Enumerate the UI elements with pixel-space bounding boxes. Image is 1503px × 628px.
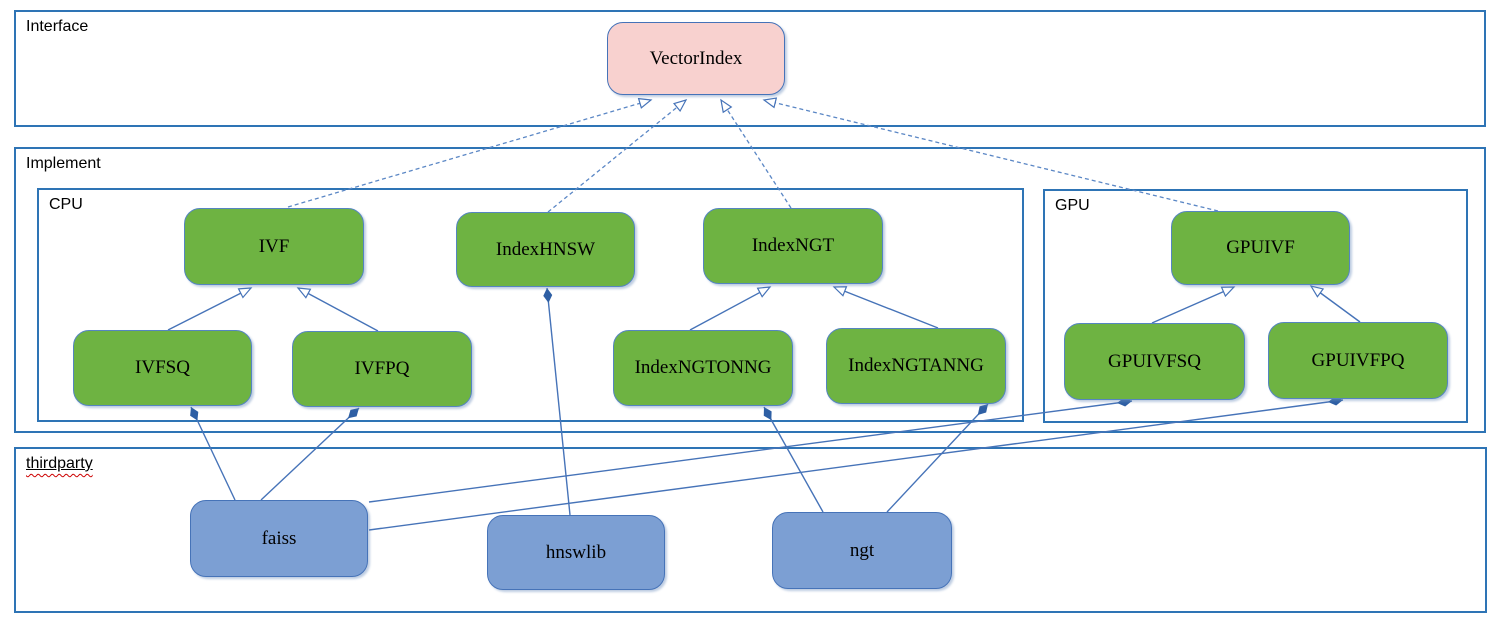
edge-composition-faiss-gpuivfsq xyxy=(368,397,1133,503)
container-cpu[interactable]: CPU xyxy=(37,188,1024,422)
container-gpu[interactable]: GPU xyxy=(1043,189,1468,423)
node-indexhnsw[interactable]: IndexHNSW xyxy=(456,212,635,287)
container-cpu-label: CPU xyxy=(49,196,83,213)
node-ivf-label: IVF xyxy=(258,235,290,257)
node-indexngtonng[interactable]: IndexNGTONNG xyxy=(613,330,793,406)
node-gpuivfpq-label: GPUIVFPQ xyxy=(1311,349,1405,371)
container-thirdparty[interactable]: thirdparty xyxy=(14,447,1487,613)
edge-composition-ngt-indexngtonng xyxy=(763,406,824,513)
edge-realization-ivf-vectorindex xyxy=(287,97,653,208)
node-gpuivf-label: GPUIVF xyxy=(1226,237,1295,258)
node-indexngtanng[interactable]: IndexNGTANNG xyxy=(826,328,1006,404)
edge-composition-ngt-indexngtanng xyxy=(886,403,989,513)
edge-composition-faiss-ivfpq xyxy=(260,407,360,501)
edge-composition-faiss-gpuivfpq xyxy=(368,396,1344,531)
container-interface-label: Interface xyxy=(26,18,89,35)
node-faiss[interactable]: faiss xyxy=(190,500,368,577)
node-ivf[interactable]: IVF xyxy=(184,208,364,285)
edge-generalization-gpuivfsq-gpuivf xyxy=(1151,286,1236,324)
edge-generalization-gpuivfpq-gpuivf xyxy=(1309,285,1361,323)
node-hnswlib-label: hnswlib xyxy=(545,541,607,563)
node-ngt-label: ngt xyxy=(849,539,875,561)
node-ivfsq-label: IVFSQ xyxy=(135,357,190,378)
node-indexngt[interactable]: IndexNGT xyxy=(703,208,883,284)
edge-realization-gpuivf-vectorindex xyxy=(762,97,1219,212)
node-vectorindex-label: VectorIndex xyxy=(649,47,743,69)
node-ngt[interactable]: ngt xyxy=(772,512,952,589)
node-hnswlib[interactable]: hnswlib xyxy=(487,515,665,590)
container-thirdparty-label: thirdparty xyxy=(26,455,93,472)
node-gpuivfpq[interactable]: GPUIVFPQ xyxy=(1268,322,1448,399)
node-gpuivf[interactable]: GPUIVF xyxy=(1171,211,1350,285)
container-implement[interactable]: Implement xyxy=(14,147,1486,433)
container-implement-label: Implement xyxy=(26,155,101,172)
node-indexngtonng-label: IndexNGTONNG xyxy=(634,357,772,378)
edge-composition-faiss-ivfsq xyxy=(190,406,236,501)
node-ivfpq-label: IVFPQ xyxy=(354,358,410,379)
container-gpu-label: GPU xyxy=(1055,197,1090,214)
node-gpuivfsq[interactable]: GPUIVFSQ xyxy=(1064,323,1245,400)
edge-generalization-indexngtanng-indexngt xyxy=(832,286,939,329)
edge-generalization-ivfsq-ivf xyxy=(167,287,253,331)
edge-generalization-indexngtonng-indexngt xyxy=(689,286,772,331)
node-indexngt-label: IndexNGT xyxy=(751,235,835,256)
edge-generalization-ivfpq-ivf xyxy=(296,287,379,332)
edge-realization-indexhnsw-vectorindex xyxy=(547,99,688,213)
node-ivfsq[interactable]: IVFSQ xyxy=(73,330,252,406)
node-indexngtanng-label: IndexNGTANNG xyxy=(848,355,984,376)
node-faiss-label: faiss xyxy=(261,527,297,549)
node-indexhnsw-label: IndexHNSW xyxy=(495,238,596,260)
edge-composition-hnswlib-indexhnsw xyxy=(543,287,571,516)
edge-realization-indexngt-vectorindex xyxy=(720,98,792,209)
node-ivfpq[interactable]: IVFPQ xyxy=(292,331,472,407)
container-interface[interactable]: Interface xyxy=(14,10,1486,127)
node-vectorindex[interactable]: VectorIndex xyxy=(607,22,785,95)
node-gpuivfsq-label: GPUIVFSQ xyxy=(1108,350,1201,372)
